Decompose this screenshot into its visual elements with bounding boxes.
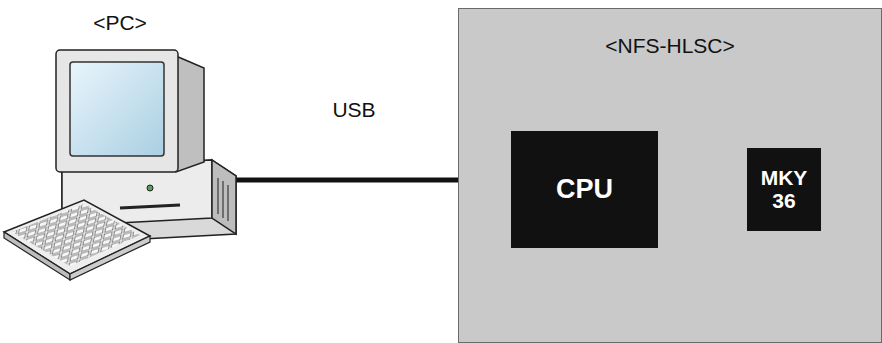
node-heading: <NFS-HLSC> xyxy=(605,35,735,57)
node-heading: <PC> xyxy=(93,12,147,34)
connection-label: USB xyxy=(332,98,375,122)
computer-illustration xyxy=(0,0,240,300)
chip-label: MKY 36 xyxy=(758,167,810,211)
mky36-chip: MKY 36 xyxy=(747,148,821,231)
device-housing: <NFS-HLSC> CPU MKY 36 xyxy=(458,8,882,343)
cpu-chip: CPU xyxy=(511,131,658,248)
usb-cable xyxy=(236,178,458,183)
computer-node: <PC> xyxy=(0,0,240,300)
chip-label: CPU xyxy=(556,175,613,203)
